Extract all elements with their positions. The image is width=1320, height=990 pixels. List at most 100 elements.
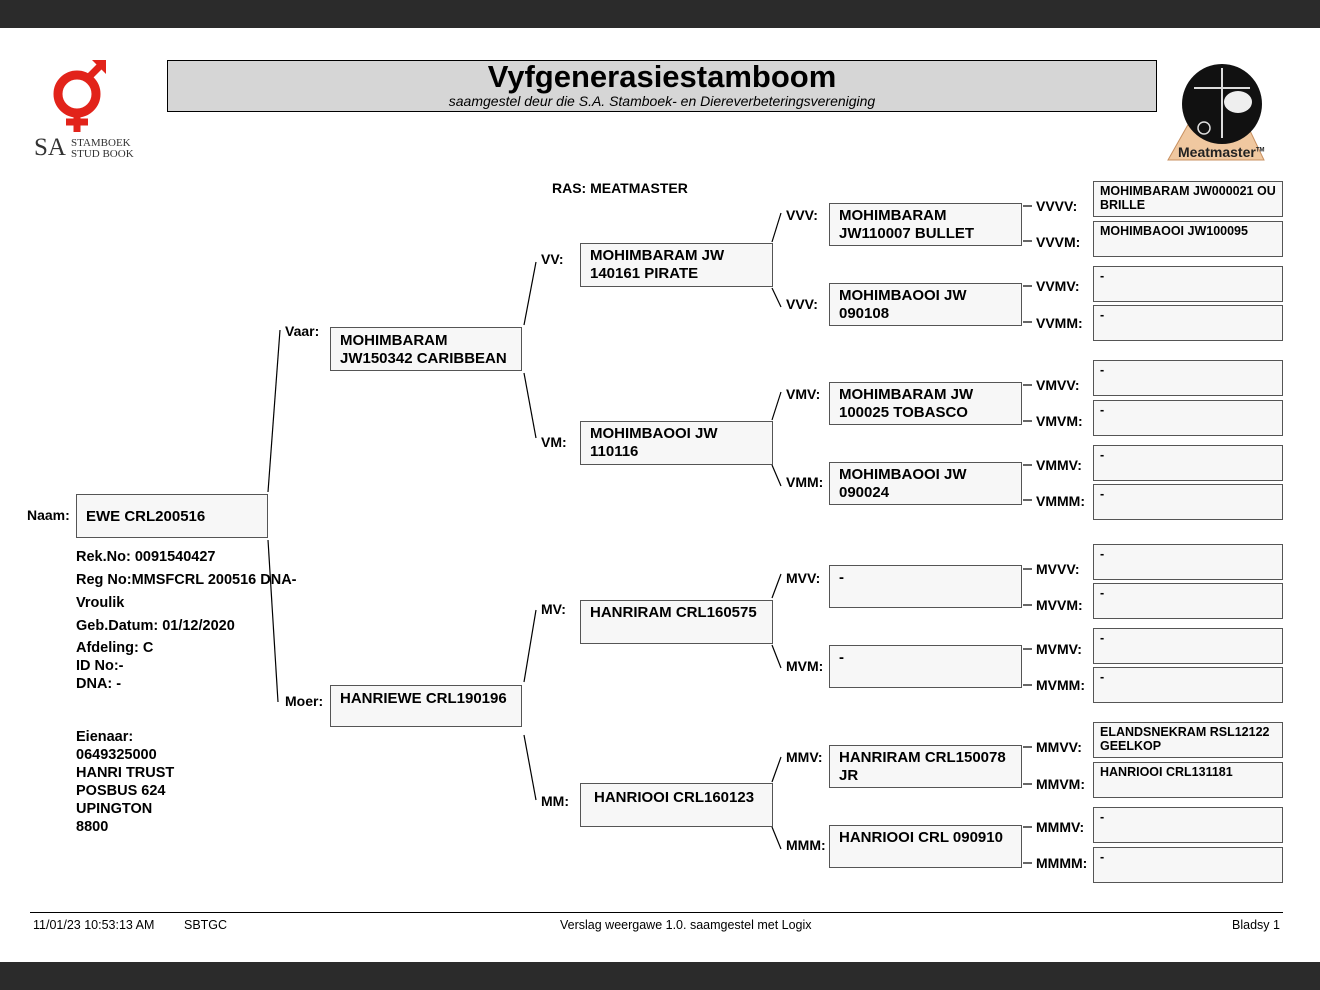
breed-label: RAS: MEATMASTER	[552, 180, 688, 196]
vaar-label: Vaar:	[285, 323, 320, 339]
mvv-label: MVV:	[786, 570, 821, 586]
sa-logo-line1: STAMBOEK	[71, 137, 131, 149]
owner-postal-code: 8800	[76, 819, 109, 835]
meatmaster-logo: MeatmasterTM	[1160, 58, 1272, 170]
vmmm-box: -	[1093, 484, 1283, 520]
mvmv-box: -	[1093, 628, 1283, 664]
mv-name: HANRIRAM CRL160575	[590, 604, 757, 621]
vmvv-label: VMVV:	[1036, 377, 1080, 393]
mmmv-label: MMMV:	[1036, 819, 1085, 835]
vvv-name: MOHIMBARAM JW110007 BULLET	[839, 207, 975, 242]
vmm-name: MOHIMBAOOI JW 090024	[839, 466, 967, 501]
footer-report: Verslag weergawe 1.0. saamgestel met Log…	[560, 918, 812, 932]
mvvv-box: -	[1093, 544, 1283, 580]
moer-label: Moer:	[285, 693, 324, 709]
vvvv-name: MOHIMBARAM JW000021 OU BRILLE	[1100, 184, 1276, 212]
rek-no: Rek.No: 0091540427	[76, 549, 216, 565]
mmvm-name: HANRIOOI CRL131181	[1100, 765, 1233, 779]
vvmm-label: VVMM:	[1036, 315, 1083, 331]
afdeling: Afdeling: C	[76, 640, 154, 656]
mv-box: HANRIRAM CRL160575	[580, 600, 773, 644]
sa-logo-words: STAMBOEK STUD BOOK	[71, 138, 134, 160]
meatmaster-emblem-icon	[1167, 64, 1265, 161]
mvmm-name: -	[1100, 670, 1105, 684]
subject-animal-box: EWE CRL200516	[76, 494, 268, 538]
vmmm-name: -	[1100, 487, 1105, 501]
vmm-box: MOHIMBAOOI JW 090024	[829, 462, 1022, 505]
name-label: Naam:	[27, 507, 70, 523]
meatmaster-tm: TM	[1255, 147, 1265, 154]
mv-label: MV:	[541, 601, 566, 617]
mmm-name: HANRIOOI CRL 090910	[839, 829, 1003, 846]
mmm-label: MMM:	[786, 837, 826, 853]
reg-no: Reg No:MMSFCRL 200516 DNA-	[76, 572, 297, 588]
footer-code: SBTGC	[184, 918, 228, 932]
mmmm-box: -	[1093, 847, 1283, 883]
mvvm-name: -	[1100, 586, 1105, 600]
footer-rule	[30, 912, 1283, 913]
viewer-bottom-bar	[0, 962, 1320, 990]
sa-logo-letters: SA	[34, 134, 66, 161]
sa-logo-line2: STUD BOOK	[71, 148, 134, 160]
mmmv-name: -	[1100, 810, 1105, 824]
mvmv-name: -	[1100, 631, 1105, 645]
footer-page-number: Bladsy 1	[1232, 918, 1280, 932]
mvm-name: -	[839, 649, 844, 666]
subject-animal-name: EWE CRL200516	[86, 508, 206, 525]
vmvm-box: -	[1093, 400, 1283, 436]
vvvm-box: MOHIMBAOOI JW100095	[1093, 221, 1283, 257]
vm-label: VM:	[541, 434, 567, 450]
vmv-label: VMV:	[786, 386, 821, 402]
vvvv-label: VVVV:	[1036, 198, 1078, 214]
vvvm-name: MOHIMBAOOI JW100095	[1100, 224, 1248, 238]
vmmv-box: -	[1093, 445, 1283, 481]
mvm-label: MVM:	[786, 658, 824, 674]
vm-box: MOHIMBAOOI JW 110116	[580, 421, 773, 465]
vmmm-label: VMMM:	[1036, 493, 1085, 509]
mvvm-label: MVVM:	[1036, 597, 1083, 613]
vmv-box: MOHIMBARAM JW 100025 TOBASCO	[829, 382, 1022, 425]
vvmm-name: -	[1100, 308, 1105, 322]
owner-name: HANRI TRUST	[76, 765, 175, 781]
vvvv-box: MOHIMBARAM JW000021 OU BRILLE	[1093, 181, 1283, 217]
mvmv-label: MVMV:	[1036, 641, 1082, 657]
vvm-box: MOHIMBAOOI JW 090108	[829, 283, 1022, 326]
mvv-name: -	[839, 569, 844, 586]
mmvv-name: ELANDSNEKRAM RSL12122 GEELKOP	[1100, 725, 1270, 753]
id-no: ID No:-	[76, 658, 124, 674]
mmvv-label: MMVV:	[1036, 739, 1082, 755]
vvv-box: MOHIMBARAM JW110007 BULLET	[829, 203, 1022, 246]
vmvv-name: -	[1100, 363, 1105, 377]
mmm-box: HANRIOOI CRL 090910	[829, 825, 1022, 868]
mvvv-name: -	[1100, 547, 1105, 561]
vm-name: MOHIMBAOOI JW 110116	[590, 425, 718, 460]
vmmv-label: VMMV:	[1036, 457, 1082, 473]
dam-name: HANRIEWE CRL190196	[340, 690, 507, 707]
sa-stamboek-logo: SA STAMBOEK STUD BOOK	[30, 58, 140, 168]
mmvm-box: HANRIOOI CRL131181	[1093, 762, 1283, 798]
vmvm-label: VMVM:	[1036, 413, 1083, 429]
mmmv-box: -	[1093, 807, 1283, 843]
mm-box: HANRIOOI CRL160123	[580, 783, 773, 827]
vvmv-box: -	[1093, 266, 1283, 302]
owner-town: UPINGTON	[76, 801, 153, 817]
vvv-label: VVV:	[786, 207, 818, 223]
sex: Vroulik	[76, 595, 125, 611]
mvv-box: -	[829, 565, 1022, 608]
vvmm-box: -	[1093, 305, 1283, 341]
mvmm-box: -	[1093, 667, 1283, 703]
vv-box: MOHIMBARAM JW 140161 PIRATE	[580, 243, 773, 287]
title-banner: Vyfgenerasiestamboom saamgestel deur die…	[167, 60, 1157, 112]
mvvv-label: MVVV:	[1036, 561, 1080, 577]
dna: DNA: -	[76, 676, 122, 692]
meatmaster-logo-word: Meatmaster	[1178, 144, 1256, 160]
mvmm-label: MVMM:	[1036, 677, 1085, 693]
owner-po-box: POSBUS 624	[76, 783, 166, 799]
owner-phone: 0649325000	[76, 747, 157, 763]
mm-name: HANRIOOI CRL160123	[594, 789, 755, 806]
viewer-top-bar	[0, 0, 1320, 28]
birth-date: Geb.Datum: 01/12/2020	[76, 618, 235, 634]
footer-timestamp: 11/01/23 10:53:13 AM	[33, 918, 155, 932]
meatmaster-logo-text: MeatmasterTM	[1178, 144, 1265, 160]
